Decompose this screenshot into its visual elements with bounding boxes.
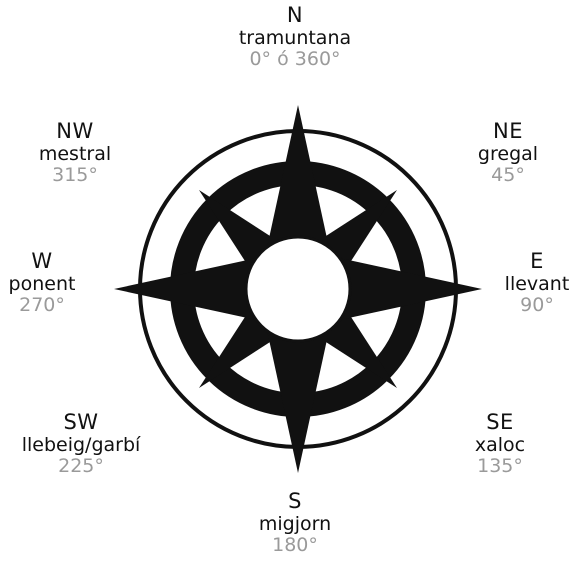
degree-value: 180°	[195, 535, 395, 556]
direction-label-ne: NE gregal 45°	[448, 120, 568, 186]
direction-abbr: S	[195, 490, 395, 514]
direction-abbr: N	[195, 4, 395, 28]
wind-name: migjorn	[195, 514, 395, 535]
direction-label-nw: NW mestral 315°	[20, 120, 130, 186]
wind-name: ponent	[0, 274, 84, 295]
wind-name: tramuntana	[195, 28, 395, 49]
degree-value: 270°	[0, 295, 84, 316]
direction-label-n: N tramuntana 0° ó 360°	[195, 4, 395, 70]
center-disk	[246, 237, 350, 341]
degree-value: 135°	[440, 456, 560, 477]
direction-abbr: E	[492, 250, 579, 274]
degree-value: 0° ó 360°	[195, 49, 395, 70]
direction-abbr: NW	[20, 120, 130, 144]
direction-label-se: SE xaloc 135°	[440, 411, 560, 477]
wind-name: llebeig/garbí	[6, 435, 156, 456]
wind-name: llevant	[492, 274, 579, 295]
direction-label-w: W ponent 270°	[0, 250, 84, 316]
wind-name: xaloc	[440, 435, 560, 456]
wind-name: gregal	[448, 144, 568, 165]
degree-value: 225°	[6, 456, 156, 477]
direction-label-e: E llevant 90°	[492, 250, 579, 316]
direction-abbr: SE	[440, 411, 560, 435]
direction-abbr: W	[0, 250, 84, 274]
degree-value: 90°	[492, 295, 579, 316]
degree-value: 315°	[20, 165, 130, 186]
degree-value: 45°	[448, 165, 568, 186]
direction-abbr: SW	[6, 411, 156, 435]
wind-name: mestral	[20, 144, 130, 165]
direction-label-sw: SW llebeig/garbí 225°	[6, 411, 156, 477]
direction-label-s: S migjorn 180°	[195, 490, 395, 556]
direction-abbr: NE	[448, 120, 568, 144]
